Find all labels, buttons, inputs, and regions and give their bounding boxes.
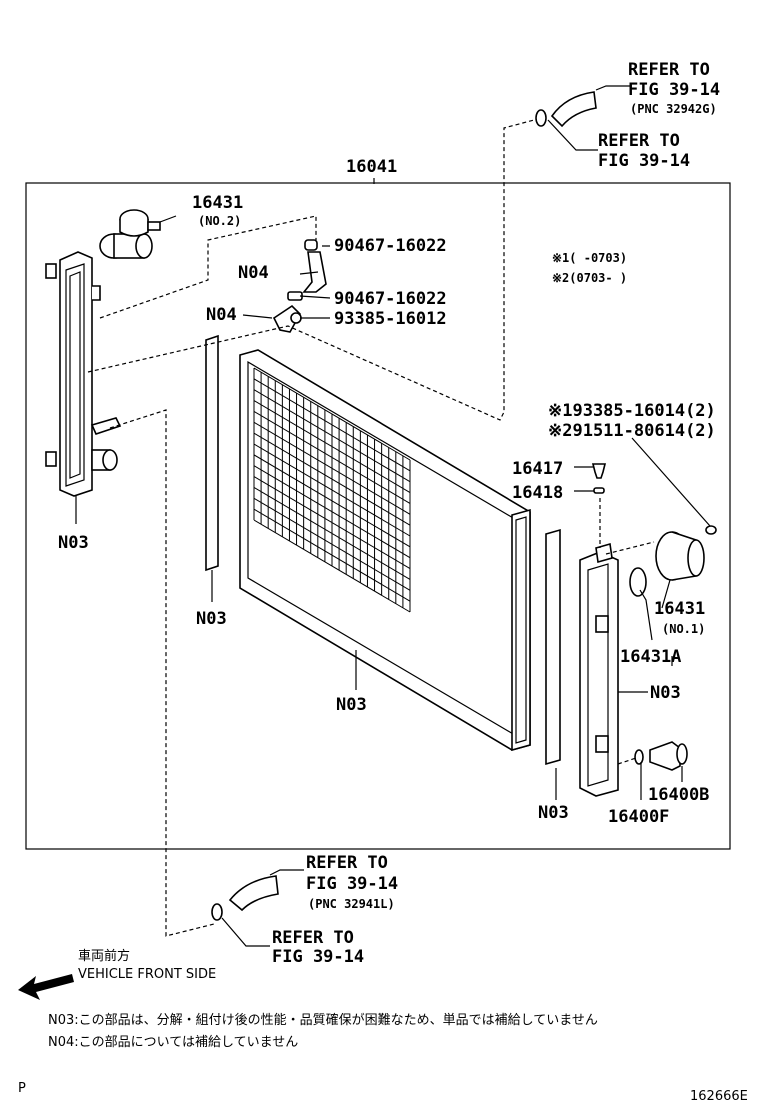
dashed-guide-cap2 [99, 215, 317, 319]
ref-top-upper-2: FIG 39-14 [628, 80, 720, 100]
dashed-guide-top [87, 119, 535, 421]
label-clip-a: 90467-16022 [334, 236, 447, 256]
label-drain-b: 16400B [648, 785, 709, 805]
core-fin-line [253, 486, 411, 580]
label-cap-16431: 16431 [192, 193, 243, 213]
ref-bot-upper-3: (PNC 32941L) [308, 897, 395, 911]
label-plug: 16417 [512, 459, 563, 479]
label-cap-no1: (NO.1) [662, 622, 705, 636]
label-n03-right-seal: N03 [538, 803, 569, 823]
label-cap-no1-number: 16431 [654, 599, 705, 619]
label-alt1: ※193385-16014(2) [548, 401, 716, 421]
core-fin-line [253, 508, 411, 602]
right-tank [579, 542, 619, 797]
core-fin-line [253, 400, 411, 494]
label-note1: ※1( -0703) [552, 251, 627, 265]
label-n04-mid: N04 [206, 305, 237, 325]
label-n03-left-seal: N03 [196, 609, 227, 629]
core-fin-line [253, 497, 411, 591]
left-seal [205, 334, 219, 572]
ref-bot-upper-2: FIG 39-14 [306, 874, 398, 894]
assembly-frame [25, 182, 731, 850]
label-note2: ※2(0703- ) [552, 271, 627, 285]
footnote-n03: N03:この部品は、分解・組付け後の性能・品質確保が困難なため、単品では補給して… [48, 1012, 598, 1028]
label-seal: 16431A [620, 647, 681, 667]
core-fin-line [253, 389, 411, 483]
ref-bot-lower-2: FIG 39-14 [272, 947, 364, 967]
gasket-16418 [593, 487, 605, 494]
label-clip-b: 90467-16022 [334, 289, 447, 309]
label-drain-f: 16400F [608, 807, 669, 827]
core-fin-line [253, 410, 411, 504]
leader-lines [75, 85, 711, 947]
label-n03-core: N03 [336, 695, 367, 715]
lower-hose [211, 875, 279, 921]
left-tank [45, 233, 153, 497]
ref-top-upper-3: (PNC 32942G) [630, 102, 717, 116]
label-screw: 93385-16012 [334, 309, 447, 329]
dashed-guide-right [599, 498, 655, 555]
label-n04-top: N04 [238, 263, 269, 283]
radiator-cap-no2 [119, 209, 161, 237]
core-fin-line [253, 465, 411, 559]
radiator-core [239, 349, 531, 752]
page-letter: P [18, 1081, 26, 1096]
ref-bot-lower-1: REFER TO [272, 928, 354, 948]
direction-jp: 車両前方 [78, 948, 130, 964]
core-fin-line [253, 432, 411, 526]
core-fin-line [253, 421, 411, 515]
front-arrow-icon [18, 974, 74, 1000]
core-fin-line [253, 378, 411, 472]
right-seal [545, 528, 561, 766]
core-fin-line [253, 367, 411, 461]
core-fin-line [253, 443, 411, 537]
footnote-n04: N04:この部品については補給していません [48, 1035, 298, 1050]
figure-id: 162666E [690, 1089, 748, 1104]
ref-top-upper-1: REFER TO [628, 60, 710, 80]
ref-top-lower-1: REFER TO [598, 131, 680, 151]
core-fin-line [253, 454, 411, 548]
label-gasket: 16418 [512, 483, 563, 503]
plug-16417 [591, 463, 607, 479]
label-assembly: 16041 [346, 157, 397, 177]
core-fin-grid [253, 367, 527, 736]
ref-bot-upper-1: REFER TO [306, 853, 388, 873]
label-cap-no2: (NO.2) [198, 214, 241, 228]
filler-seal-ring [629, 567, 647, 597]
label-alt2: ※291511-80614(2) [548, 421, 716, 441]
drain-cock [634, 741, 688, 771]
label-n03-left-tank: N03 [58, 533, 89, 553]
direction-en: VEHICLE FRONT SIDE [78, 967, 216, 982]
dashed-guide-lower [109, 409, 215, 937]
upper-hose [535, 91, 597, 128]
core-fin-line [253, 519, 411, 613]
dashed-guide-drain [617, 757, 637, 765]
label-n03-right-tank: N03 [650, 683, 681, 703]
ref-top-lower-2: FIG 39-14 [598, 151, 690, 171]
core-fin-line [253, 476, 411, 570]
radiator-cap-no1 [655, 525, 717, 581]
